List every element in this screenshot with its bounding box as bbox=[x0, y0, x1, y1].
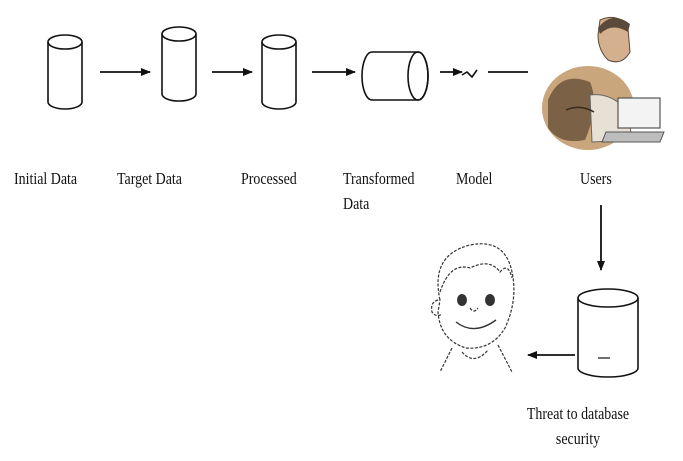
processed-cylinder-icon bbox=[261, 34, 297, 110]
label-threat-line1: Threat to database bbox=[526, 404, 630, 423]
label-threat-line2: security bbox=[555, 429, 601, 448]
database-cylinder-icon bbox=[577, 288, 639, 378]
transformed-data-cylinder-icon bbox=[361, 51, 429, 101]
target-data-cylinder-icon bbox=[161, 26, 197, 102]
label-target-data: Target Data bbox=[117, 169, 182, 188]
label-processed: Processed bbox=[241, 169, 297, 188]
label-model: Model bbox=[456, 169, 493, 188]
label-users: Users bbox=[580, 169, 612, 188]
initial-data-cylinder-icon bbox=[47, 34, 83, 110]
threat-boy-face-icon bbox=[431, 243, 515, 373]
users-businessman-laptop-icon bbox=[542, 16, 665, 150]
label-transformed-line2: Data bbox=[343, 194, 370, 213]
label-initial-data: Initial Data bbox=[14, 169, 78, 188]
model-wave-icon bbox=[461, 69, 478, 79]
label-transformed-line1: Transformed bbox=[343, 169, 415, 188]
